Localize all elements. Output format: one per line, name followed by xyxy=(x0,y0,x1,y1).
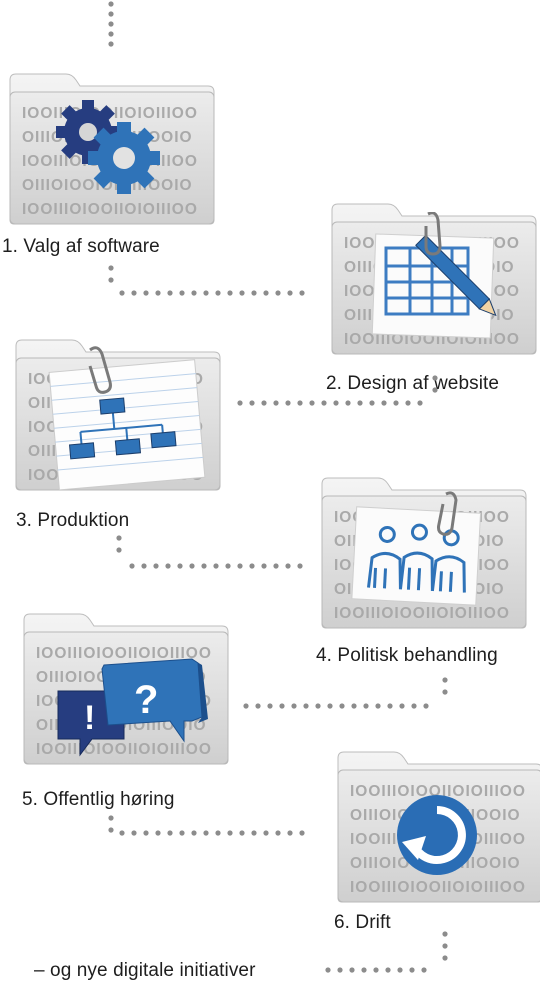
gears-icon xyxy=(50,98,170,198)
step-5-label: 5. Offentlig høring xyxy=(22,789,175,810)
svg-text:?: ? xyxy=(134,678,158,722)
svg-text:IOOIIIOIOOIIOIOIIIOO: IOOIIIOIOOIIOIOIIIOO xyxy=(334,605,510,622)
speech-bubbles-icon: ! ? xyxy=(52,655,212,765)
refresh-icon xyxy=(392,790,482,880)
meeting-people-icon xyxy=(346,490,486,610)
folder-step-1: IOOIIIOIOOIIOIOIIIOOOIIIOIOOIOIOIIIOOIOI… xyxy=(6,70,218,226)
step-3-label: 3. Produktion xyxy=(16,510,130,531)
svg-text:IOOIIIOIOOIIOIOIIIOO: IOOIIIOIOOIIOIOIIIOO xyxy=(36,645,212,662)
flowchart-icon xyxy=(40,340,210,491)
step-1-label: 1. Valg af software xyxy=(2,236,160,257)
step-6-label: 6. Drift xyxy=(334,912,391,933)
svg-text:IOOIIIOIOOIIOIOIIIOO: IOOIIIOIOOIIOIOIIIOO xyxy=(350,879,526,896)
step-4-label: 4. Politisk behandling xyxy=(316,645,498,666)
svg-text:IOOIIIOIOOIIOIOIIIOO: IOOIIIOIOOIIOIOIIIOO xyxy=(350,783,526,800)
website-sketch-icon xyxy=(366,211,506,342)
svg-text:!: ! xyxy=(84,699,95,737)
svg-text:IOOIIIOIOOIIOIOIIIOO: IOOIIIOIOOIIOIOIIIOO xyxy=(22,201,198,218)
footer-text: – og nye digitale initiativer xyxy=(34,960,256,981)
step-2-label: 2. Design af website xyxy=(326,373,500,394)
